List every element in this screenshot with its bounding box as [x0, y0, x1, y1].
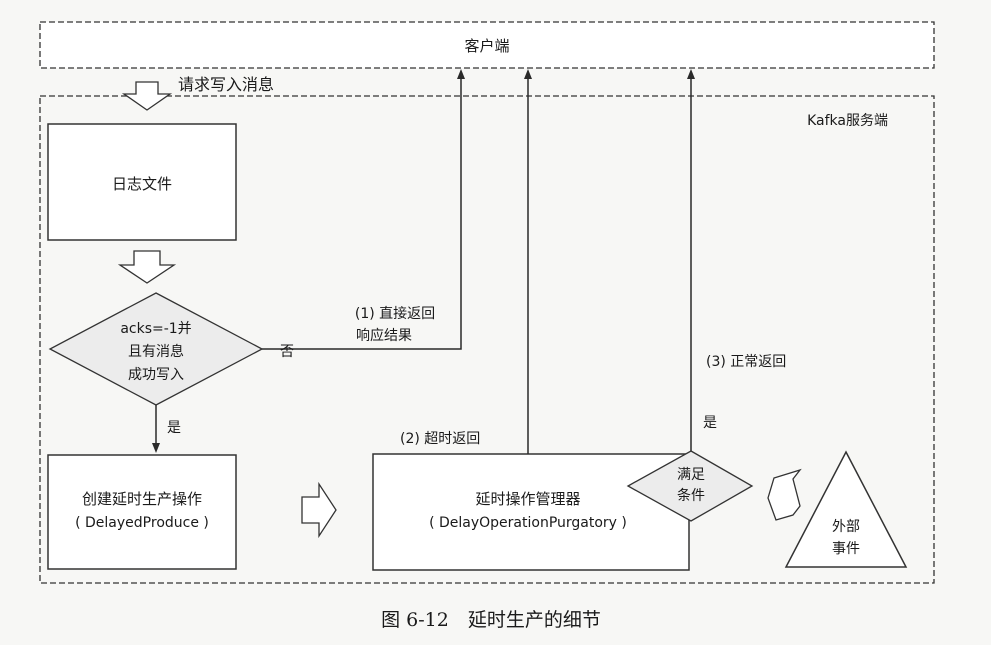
external-event-line-2: 事件 [832, 541, 860, 557]
down-arrow-icon [117, 250, 177, 284]
direct-return-line-2: 响应结果 [356, 327, 412, 344]
purgatory-line-1: 延时操作管理器 [475, 490, 580, 508]
decision-line-1: acks=-1并 [120, 321, 191, 337]
direct-return-line-1: (1) 直接返回 [355, 305, 435, 322]
condition-line-1: 满足 [677, 467, 705, 483]
create-delayed-line-1: 创建延时生产操作 [82, 490, 202, 508]
figure-caption: 图 6-12 延时生产的细节 [381, 609, 601, 631]
timeout-return-label: (2) 超时返回 [400, 431, 480, 447]
client-label: 客户端 [464, 37, 509, 55]
server-label: Kafka服务端 [807, 113, 888, 129]
request-label: 请求写入消息 [178, 75, 274, 94]
yes-label: 是 [167, 420, 181, 436]
condition-line-2: 条件 [677, 487, 705, 504]
create-delayed-line-2: ( DelayedProduce ) [75, 515, 209, 531]
event-arrow-icon [767, 468, 802, 521]
log-file-box [47, 123, 237, 241]
purgatory-box [372, 453, 690, 571]
server-box [39, 95, 935, 584]
normal-return-label: (3) 正常返回 [706, 354, 786, 370]
no-path-line [262, 69, 465, 350]
no-label: 否 [280, 344, 294, 360]
create-delayed-box [47, 454, 237, 570]
condition-diamond [626, 450, 754, 522]
client-box [39, 21, 935, 69]
condition-yes-label: 是 [703, 415, 717, 431]
external-event-triangle [784, 450, 908, 568]
external-event-line-1: 外部 [832, 519, 860, 535]
request-arrow-icon [121, 81, 173, 111]
right-arrow-icon [301, 481, 337, 539]
decision-line-3: 成功写入 [128, 367, 184, 383]
purgatory-line-2: ( DelayOperationPurgatory ) [429, 515, 627, 531]
log-file-label: 日志文件 [112, 175, 172, 193]
decision-line-2: 且有消息 [128, 343, 184, 360]
